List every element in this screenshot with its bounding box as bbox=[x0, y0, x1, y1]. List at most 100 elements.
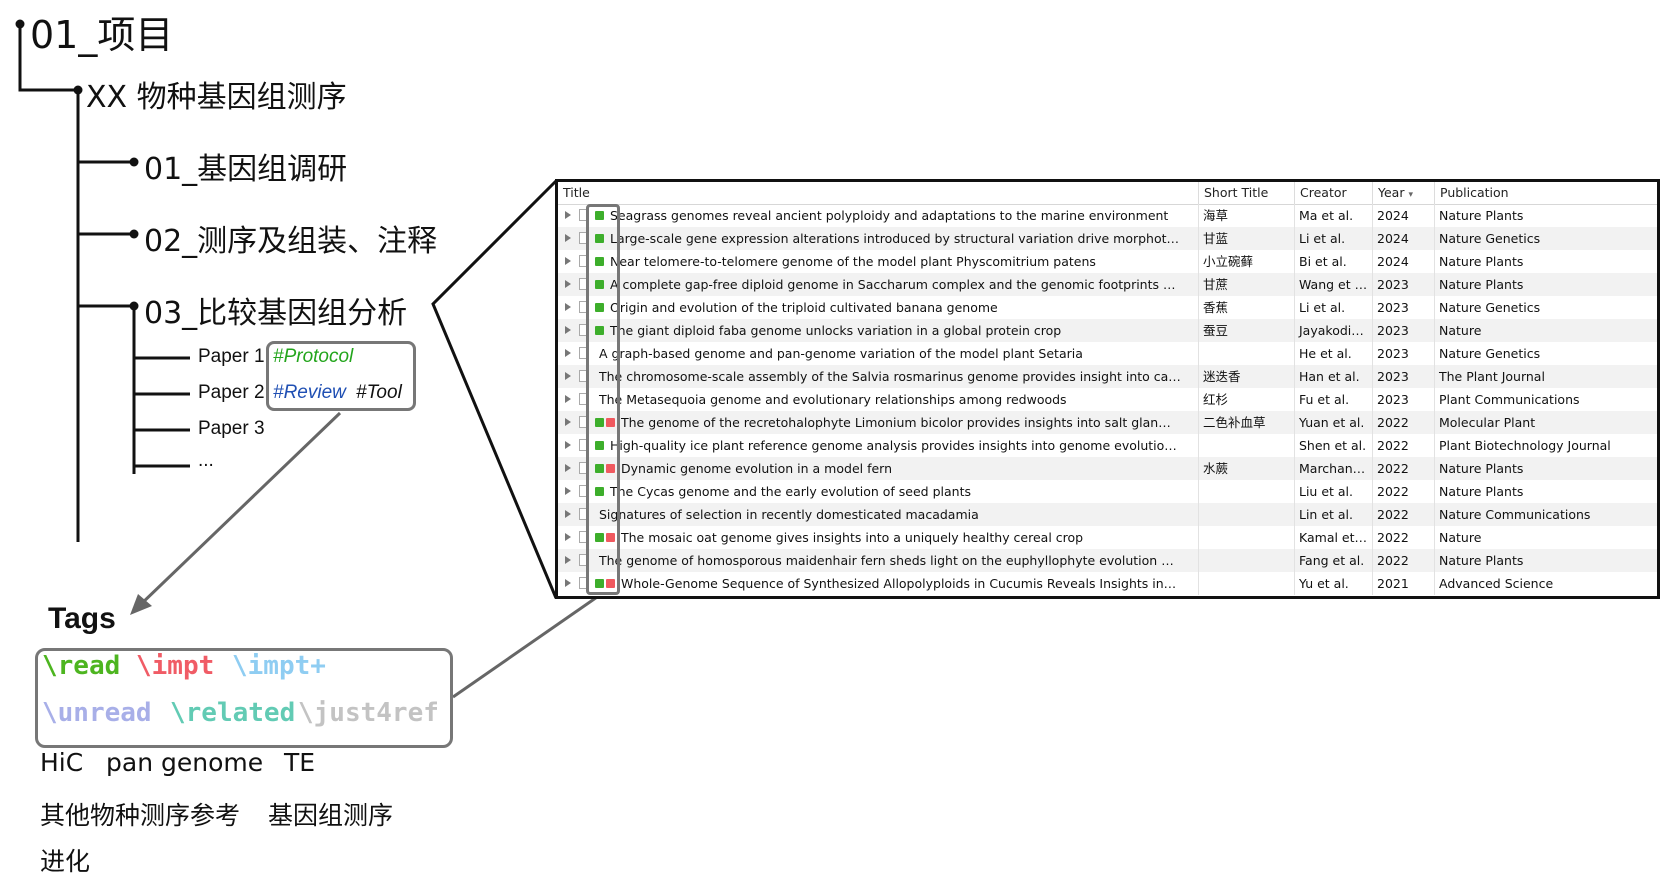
expand-triangle-icon[interactable] bbox=[565, 211, 571, 219]
table-row[interactable]: Seagrass genomes reveal ancient polyploi… bbox=[558, 204, 1657, 227]
expand-triangle-icon[interactable] bbox=[565, 372, 571, 380]
cell-year: 2023 bbox=[1372, 319, 1434, 342]
table-row[interactable]: Signatures of selection in recently dome… bbox=[558, 503, 1657, 526]
expand-triangle-icon[interactable] bbox=[565, 533, 571, 541]
cell-short-title: 海草 bbox=[1198, 204, 1294, 227]
cell-creator: Fu et al. bbox=[1294, 388, 1372, 411]
tag-hic: HiC bbox=[40, 748, 84, 777]
cell-year: 2022 bbox=[1372, 526, 1434, 549]
cell-creator: He et al. bbox=[1294, 342, 1372, 365]
table-row[interactable]: The genome of the recretohalophyte Limon… bbox=[558, 411, 1657, 434]
cell-short-title: 二色补血草 bbox=[1198, 411, 1294, 434]
cell-creator: Lin et al. bbox=[1294, 503, 1372, 526]
expand-triangle-icon[interactable] bbox=[565, 280, 571, 288]
cell-publication: Nature Plants bbox=[1434, 480, 1657, 503]
table-row[interactable]: A complete gap-free diploid genome in Sa… bbox=[558, 273, 1657, 296]
cell-creator: Han et al. bbox=[1294, 365, 1372, 388]
cell-short-title: 迷迭香 bbox=[1198, 365, 1294, 388]
table-row[interactable]: High-quality ice plant reference genome … bbox=[558, 434, 1657, 457]
cell-publication: Nature bbox=[1434, 526, 1657, 549]
expand-triangle-icon[interactable] bbox=[565, 349, 571, 357]
expand-triangle-icon[interactable] bbox=[565, 510, 571, 518]
expand-triangle-icon[interactable] bbox=[565, 303, 571, 311]
cell-year: 2022 bbox=[1372, 480, 1434, 503]
cell-publication: Nature Genetics bbox=[1434, 296, 1657, 319]
cell-creator: Jayakodi… bbox=[1294, 319, 1372, 342]
cell-title: Whole-Genome Sequence of Synthesized All… bbox=[621, 576, 1177, 591]
cell-creator: Li et al. bbox=[1294, 227, 1372, 250]
cell-publication: The Plant Journal bbox=[1434, 365, 1657, 388]
cell-short-title: 香蕉 bbox=[1198, 296, 1294, 319]
cell-year: 2022 bbox=[1372, 457, 1434, 480]
cell-publication: Nature bbox=[1434, 319, 1657, 342]
cell-creator: Marchan… bbox=[1294, 457, 1372, 480]
cell-short-title: 红杉 bbox=[1198, 388, 1294, 411]
tree-stage-2: 02_测序及组装、注释 bbox=[144, 224, 438, 259]
tag-genome-sequencing: 基因组测序 bbox=[268, 801, 394, 830]
table-row[interactable]: Large-scale gene expression alterations … bbox=[558, 227, 1657, 250]
tag-review: #Review bbox=[273, 382, 346, 403]
tag-unread: \unread bbox=[42, 698, 152, 728]
table-row[interactable]: Whole-Genome Sequence of Synthesized All… bbox=[558, 572, 1657, 595]
cell-title: Signatures of selection in recently dome… bbox=[599, 507, 979, 522]
tag-color-read bbox=[595, 487, 604, 496]
paper-1: Paper 1 bbox=[198, 346, 265, 367]
expand-triangle-icon[interactable] bbox=[565, 418, 571, 426]
cell-creator: Li et al. bbox=[1294, 296, 1372, 319]
tag-other-species: 其他物种测序参考 bbox=[40, 801, 241, 830]
table-row[interactable]: The chromosome-scale assembly of the Sal… bbox=[558, 365, 1657, 388]
cell-publication: Plant Biotechnology Journal bbox=[1434, 434, 1657, 457]
expand-triangle-icon[interactable] bbox=[565, 579, 571, 587]
table-row[interactable]: The giant diploid faba genome unlocks va… bbox=[558, 319, 1657, 342]
cell-short-title bbox=[1198, 342, 1294, 365]
cell-title: Seagrass genomes reveal ancient polyploi… bbox=[610, 208, 1169, 223]
cell-title: The genome of homosporous maidenhair fer… bbox=[599, 553, 1174, 568]
cell-year: 2024 bbox=[1372, 227, 1434, 250]
cell-creator: Bi et al. bbox=[1294, 250, 1372, 273]
col-publication[interactable]: Publication bbox=[1434, 182, 1657, 204]
expand-triangle-icon[interactable] bbox=[565, 326, 571, 334]
table-row[interactable]: Near telomere-to-telomere genome of the … bbox=[558, 250, 1657, 273]
expand-triangle-icon[interactable] bbox=[565, 464, 571, 472]
col-title[interactable]: Title bbox=[563, 185, 590, 200]
table-row[interactable]: Dynamic genome evolution in a model fern… bbox=[558, 457, 1657, 480]
expand-triangle-icon[interactable] bbox=[565, 441, 571, 449]
expand-triangle-icon[interactable] bbox=[565, 257, 571, 265]
tag-color-read bbox=[595, 464, 604, 473]
tag-color-read bbox=[595, 211, 604, 220]
tag-color-impt bbox=[606, 533, 615, 542]
cell-title: Near telomere-to-telomere genome of the … bbox=[610, 254, 1096, 269]
tag-evolution: 进化 bbox=[40, 847, 91, 876]
cell-creator: Yuan et al. bbox=[1294, 411, 1372, 434]
cell-creator: Shen et al. bbox=[1294, 434, 1372, 457]
table-row[interactable]: The genome of homosporous maidenhair fer… bbox=[558, 549, 1657, 572]
table-row[interactable]: A graph-based genome and pan-genome vari… bbox=[558, 342, 1657, 365]
table-row[interactable]: The Metasequoia genome and evolutionary … bbox=[558, 388, 1657, 411]
paper-tag-highlight bbox=[266, 341, 416, 411]
col-creator[interactable]: Creator bbox=[1294, 182, 1372, 204]
tag-tool: #Tool bbox=[356, 382, 402, 403]
paper-more: ... bbox=[198, 450, 214, 471]
tag-color-impt bbox=[606, 464, 615, 473]
expand-triangle-icon[interactable] bbox=[565, 234, 571, 242]
tag-te: TE bbox=[284, 748, 316, 777]
cell-title: The mosaic oat genome gives insights int… bbox=[621, 530, 1084, 545]
tree-stage-1: 01_基因组调研 bbox=[144, 152, 348, 187]
expand-triangle-icon[interactable] bbox=[565, 395, 571, 403]
table-row[interactable]: The mosaic oat genome gives insights int… bbox=[558, 526, 1657, 549]
col-year[interactable]: Year ▾ bbox=[1372, 182, 1434, 204]
table-row[interactable]: The Cycas genome and the early evolution… bbox=[558, 480, 1657, 503]
col-short-title[interactable]: Short Title bbox=[1198, 182, 1294, 204]
cell-short-title bbox=[1198, 526, 1294, 549]
table-row[interactable]: Origin and evolution of the triploid cul… bbox=[558, 296, 1657, 319]
cell-publication: Plant Communications bbox=[1434, 388, 1657, 411]
tags-title: Tags bbox=[48, 602, 116, 635]
cell-year: 2023 bbox=[1372, 273, 1434, 296]
tag-color-read bbox=[595, 303, 604, 312]
cell-title: High-quality ice plant reference genome … bbox=[610, 438, 1177, 453]
expand-triangle-icon[interactable] bbox=[565, 487, 571, 495]
cell-publication: Molecular Plant bbox=[1434, 411, 1657, 434]
expand-triangle-icon[interactable] bbox=[565, 556, 571, 564]
sort-desc-icon: ▾ bbox=[1408, 190, 1413, 200]
cell-title: Large-scale gene expression alterations … bbox=[610, 231, 1180, 246]
